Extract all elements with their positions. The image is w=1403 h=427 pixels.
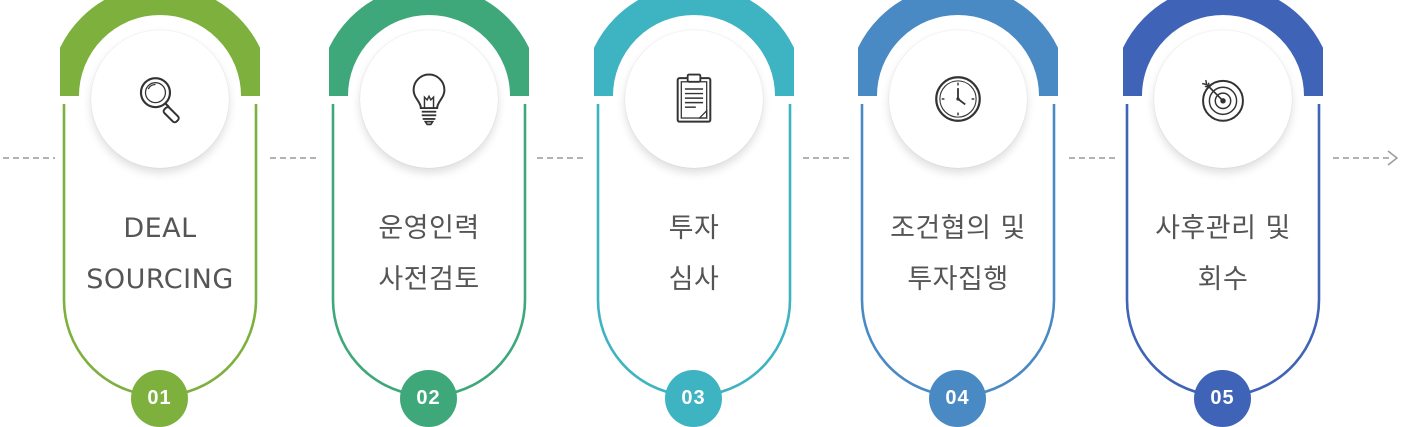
arrow-head-icon bbox=[1387, 150, 1399, 166]
clipboard-icon bbox=[676, 73, 712, 123]
icon-circle bbox=[91, 30, 229, 168]
step-number-badge: 05 bbox=[1194, 370, 1251, 427]
outline-right bbox=[1234, 104, 1321, 397]
step-label: DEAL SOURCING bbox=[60, 203, 260, 305]
target-icon bbox=[1202, 79, 1244, 122]
step-number-badge: 04 bbox=[929, 370, 986, 427]
outline-left bbox=[1125, 104, 1212, 397]
step-label-line: 회수 bbox=[1197, 264, 1249, 295]
step-label-line: 투자 bbox=[668, 213, 720, 244]
step-number-badge: 03 bbox=[665, 370, 722, 427]
outline-right bbox=[705, 104, 792, 397]
icon-circle bbox=[360, 30, 498, 168]
icon-circle bbox=[889, 30, 1027, 168]
magnifier-icon bbox=[139, 77, 180, 124]
step-label-line: SOURCING bbox=[86, 264, 234, 295]
step-label-line: 운영인력 bbox=[378, 213, 480, 244]
clock-icon bbox=[935, 76, 981, 122]
step-frame bbox=[594, 0, 794, 397]
step-frame bbox=[858, 0, 1058, 397]
outline-left bbox=[596, 104, 683, 397]
lightbulb-icon bbox=[412, 73, 446, 126]
icon-circle bbox=[1154, 30, 1292, 168]
step-label-line: 투자집행 bbox=[907, 264, 1009, 295]
top-arc bbox=[594, 0, 794, 97]
step-label-line: 사전검토 bbox=[378, 264, 480, 295]
step-frame bbox=[1123, 0, 1323, 397]
step-label-line: 심사 bbox=[668, 264, 720, 295]
outline-left bbox=[860, 104, 947, 397]
top-arc bbox=[60, 0, 260, 97]
outline-left bbox=[331, 104, 418, 397]
top-arc bbox=[329, 0, 529, 97]
top-arc bbox=[1123, 0, 1323, 97]
step-label-line: 사후관리 및 bbox=[1155, 213, 1291, 244]
step-frame bbox=[329, 0, 529, 397]
step-frame bbox=[60, 0, 260, 397]
step-number-badge: 01 bbox=[131, 370, 188, 427]
outline-left bbox=[62, 104, 149, 397]
top-arc bbox=[858, 0, 1058, 97]
outline-right bbox=[440, 104, 527, 397]
step-label-line: 조건협의 및 bbox=[890, 213, 1026, 244]
step-number-badge: 02 bbox=[400, 370, 457, 427]
icon-circle bbox=[625, 30, 763, 168]
process-step-01: DEAL SOURCING 01 bbox=[60, 0, 260, 427]
step-label-line: DEAL bbox=[123, 213, 197, 244]
outline-right bbox=[171, 104, 258, 397]
outline-right bbox=[969, 104, 1056, 397]
